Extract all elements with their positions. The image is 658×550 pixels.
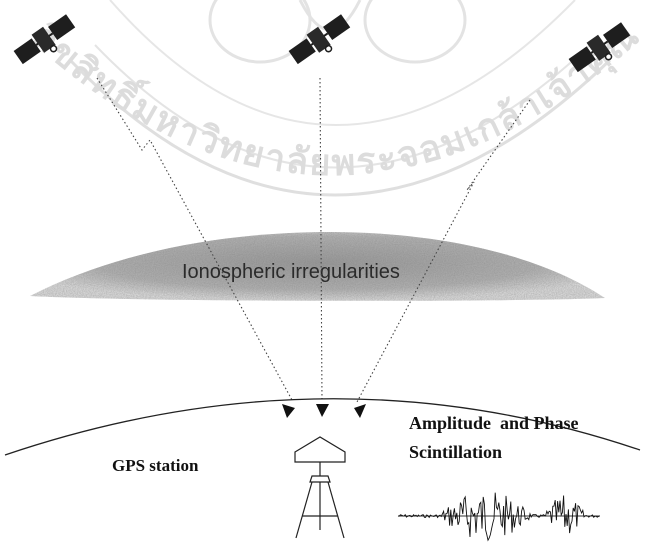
signal-arrowheads: [282, 404, 366, 418]
arrowhead-right: [354, 404, 366, 418]
waveform-trace: [397, 492, 600, 542]
watermark-seal: ลิขสิทธิ์มหาวิทยาลัยพระจอมเกล้าเจ้าคุณทห…: [0, 0, 646, 197]
ionosphere-label: Ionospheric irregularities: [182, 261, 400, 283]
ionosphere-layer: Ionospheric irregularities: [30, 232, 605, 301]
signal-paths: [96, 77, 531, 403]
gps-station-label: GPS station: [112, 456, 199, 475]
scintillation-label-line1: Amplitude and Phase: [409, 413, 579, 433]
gps-station-icon: [294, 436, 346, 539]
earth-surface: [4, 398, 641, 456]
arrowhead-center: [316, 404, 329, 417]
scintillation-waveform: [397, 492, 600, 542]
signal-path-right: [356, 99, 531, 403]
scintillation-label-line2: Scintillation: [409, 442, 502, 462]
satellite-left-icon: [13, 14, 76, 65]
arrowhead-left: [282, 404, 295, 418]
satellite-center-icon: [288, 14, 351, 65]
satellite-right-icon: [568, 22, 631, 73]
